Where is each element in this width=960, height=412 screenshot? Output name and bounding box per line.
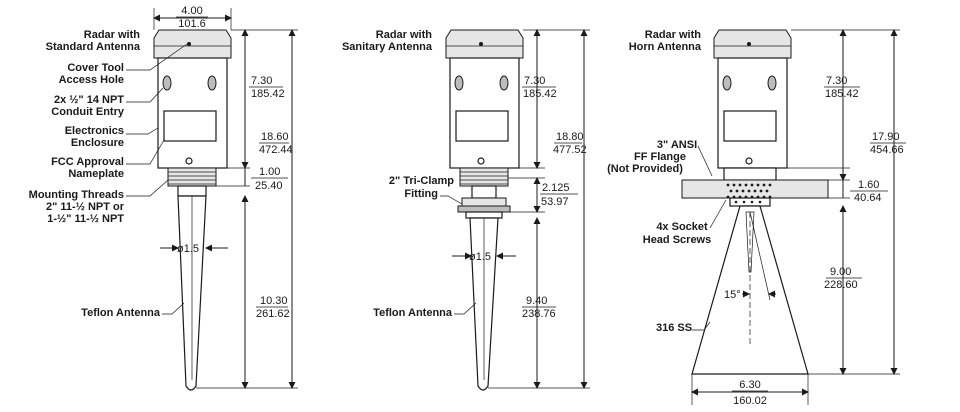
dim-head-in: 7.30 [826, 75, 847, 87]
callout-electronics-1: Electronics [65, 125, 124, 137]
dim-flange-mm: 40.64 [854, 192, 882, 204]
cover-cap [445, 29, 524, 59]
callout-threads-1: Mounting Threads [29, 189, 124, 201]
mounting-threads [459, 167, 509, 187]
title-line2: Standard Antenna [46, 41, 141, 53]
dim-antenna-mm: 261.62 [256, 308, 290, 320]
callout-npt-2: Conduit Entry [51, 106, 125, 118]
conduit-entry-right [207, 75, 217, 91]
horn-angle: 15° [724, 289, 741, 301]
callout-screws-2: Head Screws [643, 234, 711, 246]
callout-material: 316 SS [656, 322, 692, 334]
callout-antenna: Teflon Antenna [373, 307, 453, 319]
callout-flange-2: FF Flange [634, 151, 686, 163]
dim-total-in: 17.90 [872, 131, 900, 143]
conduit-entry-left [722, 75, 732, 91]
dim-horn-in: 9.00 [830, 266, 851, 278]
tri-clamp-fitting [461, 197, 507, 207]
cover-cap [713, 29, 792, 59]
callout-electronics-2: Enclosure [71, 137, 124, 149]
dim-width-in: 4.00 [181, 5, 202, 17]
dim-clamp-mm: 53.97 [541, 196, 569, 208]
callout-fcc-2: Nameplate [68, 168, 124, 180]
callout-flange-3: (Not Provided) [607, 163, 683, 175]
cover-tool-hole [747, 42, 751, 46]
dim-base-mm: 160.02 [733, 395, 767, 407]
fcc-nameplate [163, 110, 217, 142]
dim-antenna-diameter: ø1.5 [469, 251, 491, 263]
callout-clamp-1: 2" Tri-Clamp [389, 175, 454, 187]
dim-total-mm: 454.66 [870, 144, 904, 156]
callout-threads-2: 2" 11-½ NPT or [46, 201, 125, 213]
dim-total-mm: 472.44 [259, 144, 293, 156]
fcc-nameplate [723, 110, 777, 142]
horn-antenna-unit: 7.30 185.42 17.90 454.66 1.60 40.64 9.00… [607, 29, 906, 407]
dim-total-in: 18.60 [261, 131, 289, 143]
tri-clamp-flange [457, 205, 511, 213]
dim-head-mm: 185.42 [523, 88, 557, 100]
title-line1: Radar with [376, 29, 433, 41]
dim-flange-in: 1.60 [858, 179, 879, 191]
callout-cover-tool-1: Cover Tool [67, 62, 124, 74]
callout-screws-1: 4x Socket [656, 221, 708, 233]
title-line2: Horn Antenna [629, 41, 702, 53]
dim-thread-in: 1.00 [259, 166, 280, 178]
ansi-flange [681, 179, 829, 199]
callout-threads-3: 1-½" 11-½ NPT [47, 213, 124, 225]
mounting-threads [167, 167, 217, 187]
dim-base-in: 6.30 [739, 379, 760, 391]
dim-total-mm: 477.52 [553, 144, 587, 156]
fcc-nameplate [455, 110, 509, 142]
dim-width-mm: 101.6 [178, 18, 206, 30]
dim-antenna-mm: 238.76 [522, 308, 556, 320]
dim-antenna-in: 9.40 [526, 295, 547, 307]
dim-head-mm: 185.42 [251, 88, 285, 100]
cover-tool-hole [479, 42, 483, 46]
standard-antenna-unit: 4.00 101.6 7.30 185.42 18.60 472.44 1.00… [29, 5, 298, 391]
title-line1: Radar with [84, 29, 141, 41]
bottom-screw [185, 157, 193, 165]
callout-flange-1: 3" ANSI [657, 139, 697, 151]
bottom-screw [745, 157, 753, 165]
callout-cover-tool-2: Access Hole [59, 74, 124, 86]
dim-horn-mm: 228.60 [824, 279, 858, 291]
dim-head-mm: 185.42 [825, 88, 859, 100]
dim-antenna-in: 10.30 [260, 295, 288, 307]
title-line1: Radar with [645, 29, 702, 41]
callout-npt-1: 2x ½" 14 NPT [54, 94, 124, 106]
conduit-entry-right [767, 75, 777, 91]
conduit-entry-left [454, 75, 464, 91]
dim-clamp-in: 2.125 [542, 182, 570, 194]
conduit-entry-right [499, 75, 509, 91]
title-line2: Sanitary Antenna [342, 41, 433, 53]
conduit-entry-left [162, 75, 172, 91]
dim-head-in: 7.30 [251, 75, 272, 87]
bottom-screw [477, 157, 485, 165]
callout-antenna: Teflon Antenna [81, 307, 161, 319]
callout-fcc-1: FCC Approval [51, 156, 124, 168]
sanitary-antenna-unit: 7.30 185.42 18.80 477.52 2.125 53.97 9.4… [342, 29, 590, 391]
dim-head-in: 7.30 [524, 75, 545, 87]
dim-total-in: 18.80 [556, 131, 584, 143]
cover-tool-hole [187, 42, 191, 46]
dim-thread-mm: 25.40 [255, 180, 283, 192]
dim-antenna-diameter: ø1.5 [177, 243, 199, 255]
cover-cap [153, 29, 232, 59]
callout-clamp-2: Fitting [404, 188, 438, 200]
